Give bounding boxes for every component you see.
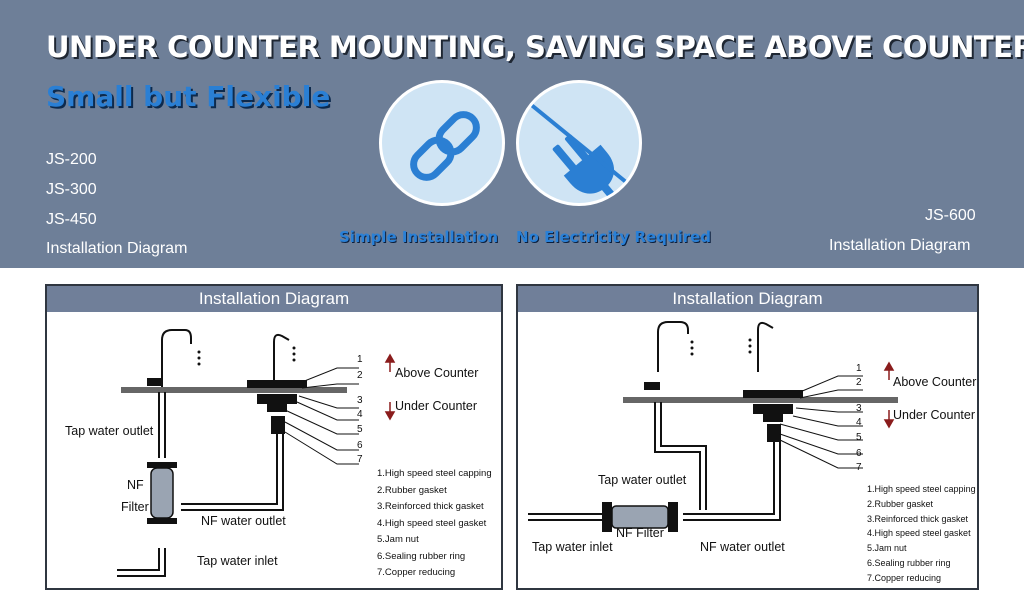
part-number-6: 6 — [357, 440, 363, 451]
parts-list-item: 3.Reinforced thick gasket — [867, 513, 969, 524]
part-number-1: 1 — [856, 363, 862, 374]
filter-label-filter: Filter — [121, 500, 149, 514]
subheadline: Small but Flexible — [46, 80, 331, 113]
model-js-600: JS-600 — [925, 207, 976, 224]
chain-link-icon — [410, 111, 480, 181]
crossed-plug-icon — [527, 101, 639, 202]
under-counter-label: Under Counter — [893, 408, 975, 422]
part-number-7: 7 — [856, 462, 862, 473]
simple-installation-label: Simple Installation — [339, 228, 499, 246]
nf-water-outlet-label: NF water outlet — [700, 540, 785, 554]
parts-list-item: 4.High speed steel gasket — [867, 528, 971, 539]
above-counter-label: Above Counter — [893, 375, 977, 389]
parts-list-item: 1.High speed steel capping — [377, 468, 492, 479]
nf-water-outlet-label: NF water outlet — [201, 514, 286, 528]
left-installation-diagram — [117, 329, 396, 577]
top-banner: UNDER COUNTER MOUNTING, SAVING SPACE ABO… — [0, 0, 1024, 268]
parts-list-item: 7.Copper reducing — [867, 572, 942, 583]
right-installation-diagram — [528, 321, 898, 532]
parts-list-item: 7.Copper reducing — [377, 567, 456, 578]
part-number-4: 4 — [856, 417, 862, 428]
part-number-2: 2 — [856, 377, 862, 388]
parts-list: 1.High speed steel capping 2.Rubber gask… — [867, 482, 976, 586]
left-installation-panel: Installation Diagram — [45, 284, 503, 590]
tap-water-inlet-label: Tap water inlet — [532, 540, 613, 554]
parts-list: 1.High speed steel capping 2.Rubber gask… — [377, 466, 492, 582]
parts-list-item: 2.Rubber gasket — [377, 484, 447, 496]
tap-water-outlet-label: Tap water outlet — [598, 473, 687, 487]
parts-list-item: 1.High speed steel capping — [867, 484, 976, 494]
parts-list-item: 5.Jam nut — [867, 543, 907, 554]
part-number-6: 6 — [856, 448, 862, 459]
nf-filter-label: NF Filter — [616, 526, 664, 540]
part-number-7: 7 — [357, 454, 363, 465]
part-number-1: 1 — [357, 354, 363, 365]
filter-label-nf: NF — [127, 478, 144, 492]
panel-title: Installation Diagram — [47, 286, 501, 312]
above-counter-label: Above Counter — [395, 366, 479, 380]
part-number-2: 2 — [357, 370, 363, 381]
model-js-200: JS-200 — [46, 151, 97, 168]
simple-installation-badge — [379, 80, 505, 206]
part-number-4: 4 — [357, 409, 363, 420]
parts-list-item: 4.High speed steel gasket — [377, 517, 487, 529]
left-diagram-caption: Installation Diagram — [46, 240, 188, 257]
tap-water-inlet-label: Tap water inlet — [197, 554, 278, 568]
part-number-3: 3 — [357, 395, 363, 406]
headline: UNDER COUNTER MOUNTING, SAVING SPACE ABO… — [46, 30, 1024, 64]
model-js-300: JS-300 — [46, 181, 97, 198]
parts-list-item: 3.Reinforced thick gasket — [377, 501, 484, 512]
parts-list-item: 6.Sealing rubber ring — [867, 557, 951, 568]
parts-list-item: 5.Jam nut — [377, 534, 419, 545]
right-installation-panel: Installation Diagram — [516, 284, 979, 590]
model-js-450: JS-450 — [46, 211, 97, 228]
panel-title: Installation Diagram — [518, 286, 977, 312]
part-number-5: 5 — [357, 424, 363, 435]
no-electricity-label: No Electricity Required — [516, 228, 712, 246]
parts-list-item: 6.Sealing rubber ring — [377, 550, 466, 562]
no-electricity-badge — [516, 80, 642, 206]
tap-water-outlet-label: Tap water outlet — [65, 424, 154, 438]
part-number-3: 3 — [856, 403, 862, 414]
under-counter-label: Under Counter — [395, 399, 477, 413]
right-diagram-caption: Installation Diagram — [829, 237, 971, 254]
part-number-5: 5 — [856, 432, 862, 443]
parts-list-item: 2.Rubber gasket — [867, 498, 934, 509]
